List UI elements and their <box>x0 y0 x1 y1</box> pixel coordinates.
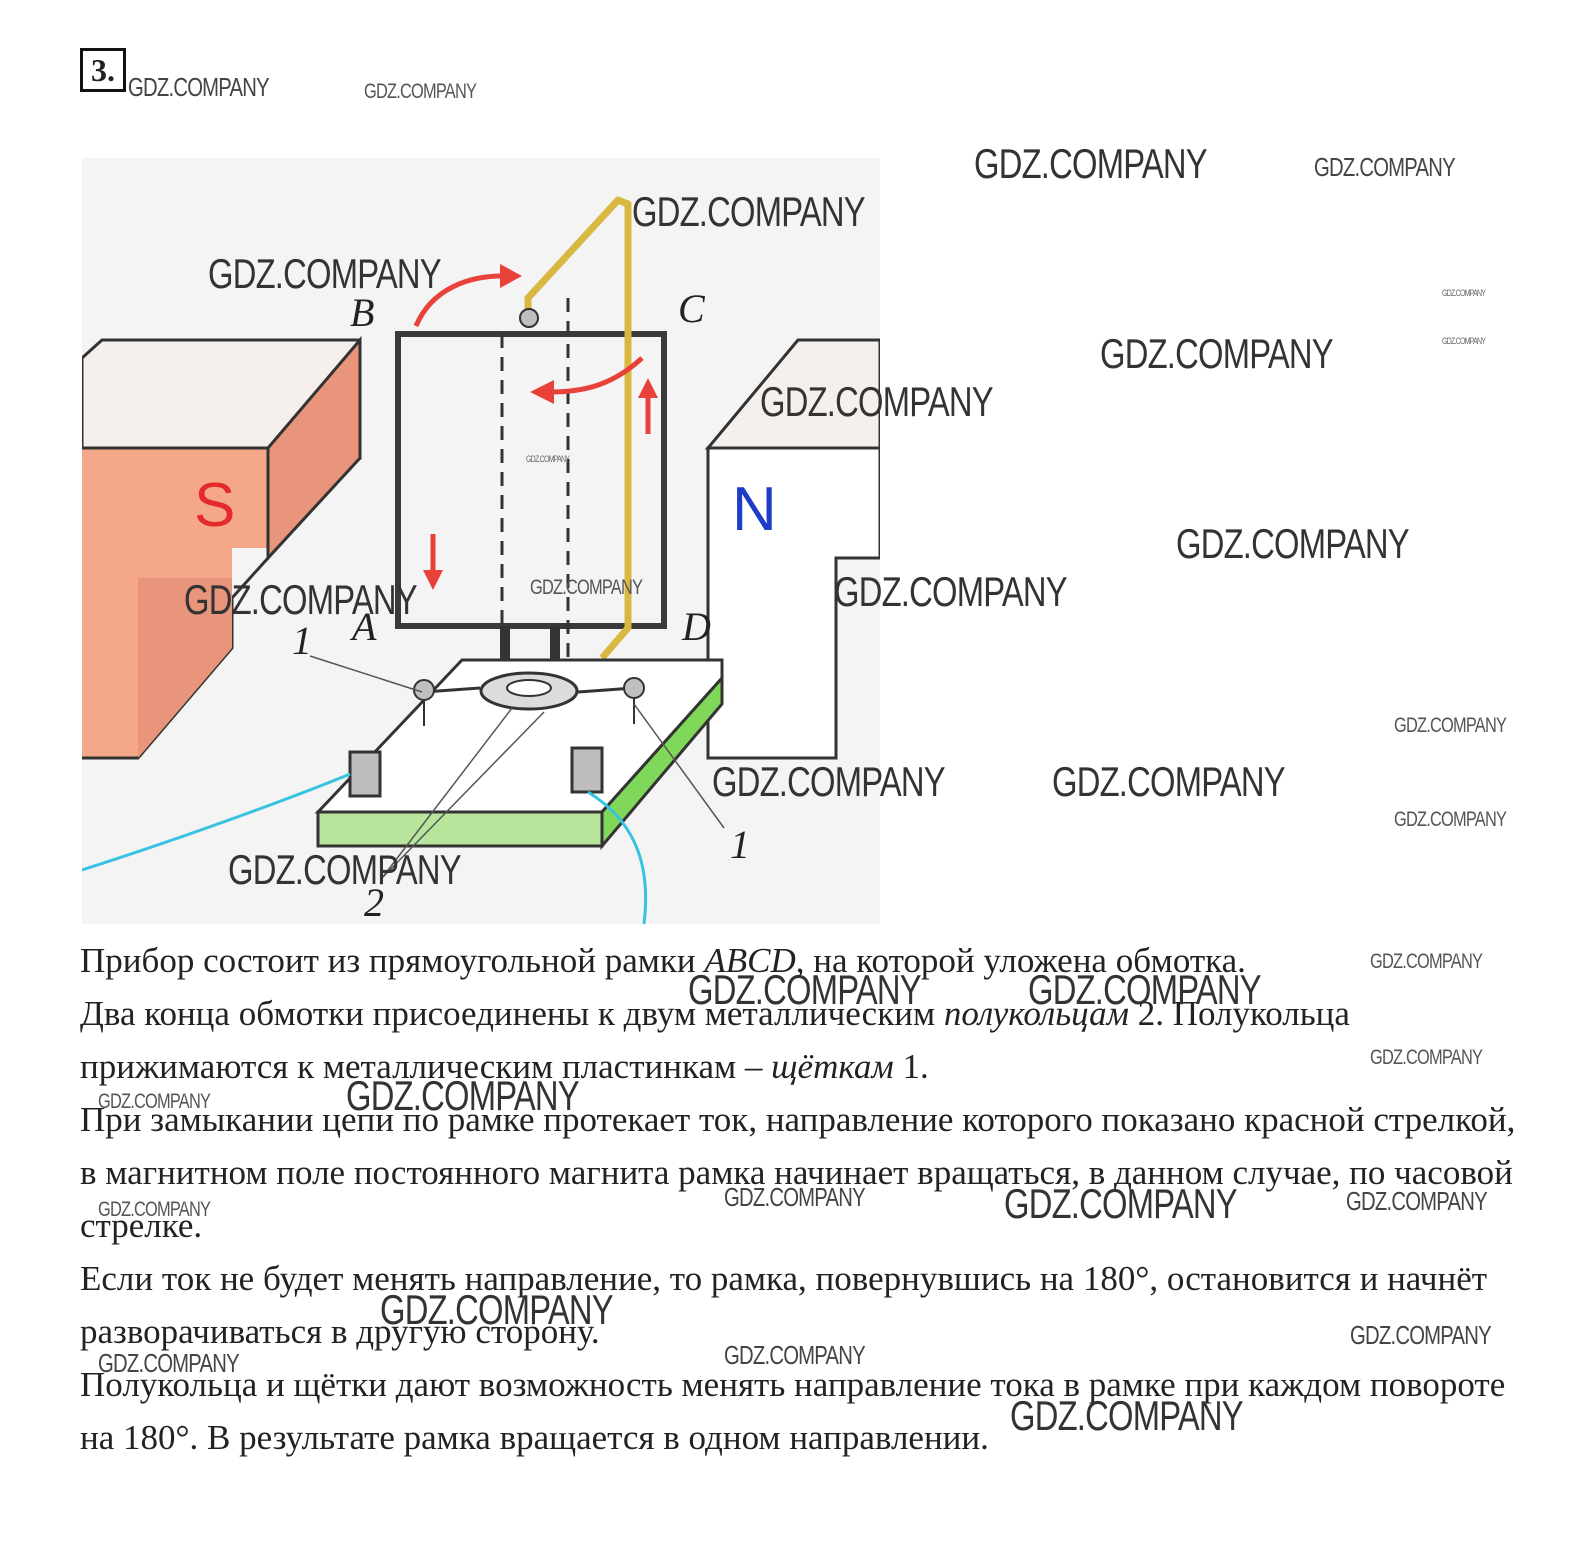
watermark: GDZ.COMPANY <box>364 80 477 103</box>
watermark: GDZ.COMPANY <box>346 1072 580 1119</box>
paragraph-4: Если ток не будет менять направление, то… <box>80 1259 1488 1351</box>
watermark: GDZ.COMPANY <box>380 1286 614 1333</box>
watermark: GDZ.COMPANY <box>1346 1186 1488 1216</box>
label-b: B <box>350 290 374 335</box>
wire <box>524 196 632 661</box>
watermark: GDZ.COMPANY <box>98 1348 240 1378</box>
magnet-n <box>704 338 880 760</box>
label-2: 2 <box>364 880 384 924</box>
label-d: D <box>681 604 711 649</box>
watermark: GDZ.COMPANY <box>1442 336 1486 346</box>
terminals <box>348 746 604 798</box>
watermark: GDZ.COMPANY <box>184 576 418 623</box>
watermark: GDZ.COMPANY <box>1394 808 1507 831</box>
watermark: GDZ.COMPANY <box>724 1340 866 1370</box>
label-1-top: 1 <box>292 618 312 663</box>
watermark: GDZ.COMPANY <box>1370 1046 1483 1069</box>
watermark: GDZ.COMPANY <box>1052 758 1286 805</box>
cable-right <box>587 790 648 924</box>
watermark: GDZ.COMPANY <box>1394 714 1507 737</box>
watermark: GDZ.COMPANY <box>1004 1180 1238 1227</box>
paragraph-5: Полукольца и щётки дают возможность меня… <box>80 1365 1506 1457</box>
watermark: GDZ.COMPANY <box>632 188 866 235</box>
paragraph-1: Прибор состоит из прямоугольной рамки AB… <box>80 941 1246 980</box>
watermark: GDZ.COMPANY <box>98 1198 211 1221</box>
pole-s: S <box>194 471 235 540</box>
watermark: GDZ.COMPANY <box>724 1182 866 1212</box>
pole-n: N <box>732 475 777 544</box>
task-number: 3. <box>80 48 126 92</box>
commutator <box>413 671 645 726</box>
label-1-bottom: 1 <box>730 822 750 867</box>
cable-left <box>82 772 351 872</box>
watermark: GDZ.COMPANY <box>1442 288 1486 298</box>
current-arrows <box>413 264 658 590</box>
watermark: GDZ.COMPANY <box>834 568 1068 615</box>
label-a: A <box>349 604 377 649</box>
watermark: GDZ.COMPANY <box>760 378 994 425</box>
watermark: GDZ.COMPANY <box>1370 950 1483 973</box>
label-c: C <box>678 286 706 331</box>
watermark: GDZ.COMPANY <box>1314 152 1456 182</box>
paragraph-2: Два конца обмотки присоединены к двум ме… <box>80 994 1350 1086</box>
explanation-text: Прибор состоит из прямоугольной рамки AB… <box>80 934 1530 1464</box>
watermark: GDZ.COMPANY <box>208 250 442 297</box>
watermark: GDZ.COMPANY <box>1350 1320 1492 1350</box>
leader-lines <box>309 655 725 879</box>
watermark: GDZ.COMPANY <box>1176 520 1410 567</box>
watermark: GDZ.COMPANY <box>1010 1392 1244 1439</box>
watermark: GDZ.COMPANY <box>974 140 1208 187</box>
motor-diagram: B C A D 1 1 2 S N <box>82 158 880 924</box>
watermark: GDZ.COMPANY <box>1028 966 1262 1013</box>
magnet-s <box>82 335 362 760</box>
watermark: GDZ.COMPANY <box>228 846 462 893</box>
watermark: GDZ.COMPANY <box>526 454 570 464</box>
watermark: GDZ.COMPANY <box>128 72 270 102</box>
paragraph-3: При замыкании цепи по рамке протекает то… <box>80 1100 1516 1245</box>
watermark: GDZ.COMPANY <box>530 576 643 599</box>
watermark: GDZ.COMPANY <box>688 966 922 1013</box>
watermark: GDZ.COMPANY <box>712 758 946 805</box>
watermark: GDZ.COMPANY <box>1100 330 1334 377</box>
watermark: GDZ.COMPANY <box>98 1090 211 1113</box>
